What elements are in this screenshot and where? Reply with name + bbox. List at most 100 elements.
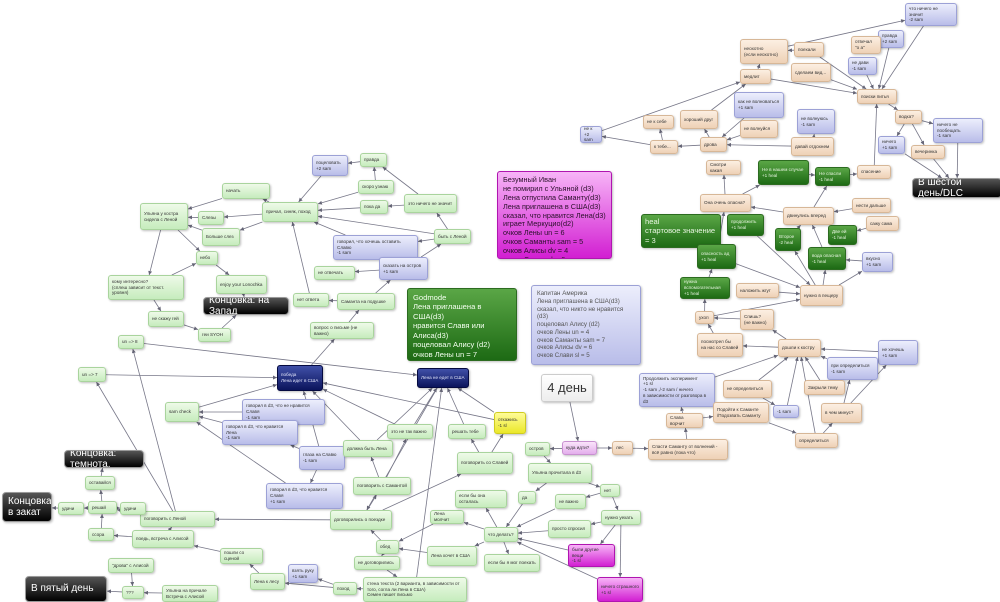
story-node-un7[interactable]: un => 7 [78,367,106,382]
story-node-r-poehali[interactable]: поехали [794,42,824,57]
story-node-r-pri[interactable]: при определиться -1 sam [827,357,878,380]
story-node-r-koster[interactable]: дошли к костру [778,339,821,357]
story-node-r-voda[interactable]: вода опасная -1 heal [808,247,846,270]
story-node-prosto[interactable]: просто спросил [548,520,591,538]
story-node-r-sama[interactable]: сажу сама [866,216,899,231]
day-heading-end-west[interactable]: Концовка: на Запад [203,297,289,315]
story-node-r-nichego[interactable]: что ничего не значит -2 sam [905,3,957,26]
story-node-byt-lena[interactable]: быть с Леной [434,229,471,244]
story-node-pobeda[interactable]: победа Лена идет в США [277,365,323,391]
story-node-r-otvechal[interactable]: отвечал "о а" [851,36,881,54]
story-node-vzyat[interactable]: взять руку +1 sam [288,564,318,583]
day-heading-end-dark[interactable]: Концовка: темнота. [64,450,144,468]
story-node-dolzhna[interactable]: должна быть Лена [343,440,393,457]
story-node-r-eksp[interactable]: Продолжить эксперимент +1 sl -1 sam ,/-2… [639,373,715,407]
story-node-captain[interactable]: Капитан Америка Лена приглашена в США(d3… [531,285,641,365]
story-node-r-nekсebe[interactable]: не к себе [643,115,674,129]
story-node-r-opasnost[interactable]: опасность ад +1 heal [697,244,736,269]
story-node-poshli[interactable]: пошли со сценой [220,548,263,564]
story-node-neotvechat[interactable]: не отвечать [314,266,355,280]
story-node-nachat[interactable]: начать [222,183,270,199]
story-node-komu[interactable]: кому интересно? (сплеш зависит от текст.… [108,275,184,300]
story-node-needet[interactable]: Лена не едет в США [417,368,469,388]
story-node-day4[interactable]: 4 день [541,374,593,402]
story-node-r-podoiti[interactable]: Подойти к Саманте /Подозвать Саманту [713,402,769,423]
story-node-nichego-str[interactable]: ничего страшного +1 sl [597,577,643,602]
story-node-dogovor[interactable]: договорились о поездке [330,510,392,530]
story-node-r-medlit[interactable]: медлит [740,69,771,84]
story-node-r-kakne[interactable]: как не волноваться +1 sam [734,92,784,118]
story-node-gov2[interactable]: говорил в d3, что нравится Лена -1 sam [222,420,298,445]
story-node-ssora[interactable]: ссора [88,528,114,541]
story-node-hochet[interactable]: Лена хочет в США [427,546,477,566]
story-node-eslibyona[interactable]: если бы она осталась [455,490,507,508]
story-node-poezd[interactable]: поедь, встреча с Алисой [132,530,194,548]
story-node-r-nevoln[interactable]: не волнуюсь -1 sam [797,109,835,134]
story-node-nichego-zn[interactable]: это ничего не значит [404,194,457,213]
story-node-r-posmotrel[interactable]: посмотрел бы на нас со Славей [697,333,743,357]
story-node-r-slava[interactable]: Слава ворчит [666,413,703,428]
story-node-otkazhis[interactable]: откажись -1 sl [494,412,526,434]
story-node-r-nedavi[interactable]: не дави -1 sam [848,57,877,75]
story-node-r-drug[interactable]: хороший друг [680,110,718,129]
story-node-reshat[interactable]: решать тебе [448,424,486,439]
story-node-r-opredelitsya[interactable]: определиться [795,433,838,448]
story-node-r-sdelaem[interactable]: сделаем вид... [791,63,831,82]
story-node-r-neohotno[interactable]: неохотно (если неохотно) [740,39,788,64]
story-node-r-neopr[interactable]: не определиться [723,380,772,398]
story-node-r-nepoobeschat[interactable]: ничего не пообещать -1 sam [933,118,983,143]
story-node-reshay[interactable]: решай [88,501,117,514]
story-node-pog-lena[interactable]: поговорить с Леной [140,511,215,527]
story-node-r-nehochesh[interactable]: не хочешь +1 sam [878,340,918,365]
story-node-r-poiski[interactable]: поиски питья [857,89,897,104]
story-node-slezy[interactable]: Слезы [198,211,224,225]
story-node-r-ktebe[interactable]: к тебе... [650,140,678,154]
story-node-r-peschera[interactable]: нужно в пещеру [800,285,843,306]
story-node-r-vchem[interactable]: в чем минус? [821,403,862,423]
story-node-gei[interactable]: геи SYOH [198,328,231,342]
story-node-r-nuzhna[interactable]: нужна вспомогательная +1 heal [680,277,730,299]
day-heading-day5[interactable]: В пятый день [25,576,107,602]
story-node-r-vecherinka[interactable]: вечеринка [911,145,945,159]
story-node-r-zhgut[interactable]: наложить жгут [736,283,779,298]
story-node-ostrov[interactable]: остров [525,442,550,456]
story-node-skoro[interactable]: скоро узнаю [358,180,394,194]
story-node-r-pravda[interactable]: правда +2 sam [878,30,904,48]
story-node-glaza[interactable]: глаза на Славю -1 sam [299,446,345,470]
story-node-r-vkusno[interactable]: вкусно +1 sam [862,252,893,272]
story-node-chtodelat[interactable]: что делать? [484,527,518,542]
story-node-nedogovor[interactable]: не договорились [354,556,400,570]
story-node-r-smotri[interactable]: Смотри какая [706,160,741,175]
story-node-qqq[interactable]: ??? [122,586,144,599]
story-node-samcheck[interactable]: sam check [165,402,199,422]
story-node-poceluy[interactable]: поцеловать +2 sam [312,155,348,176]
story-node-r-nevolnuysya[interactable]: не волнуйся [740,120,778,138]
story-node-neskazhu[interactable]: не скажу гей [148,311,184,327]
story-node-r-minus1[interactable]: -1 sam [773,405,799,418]
story-node-r-nevnashem[interactable]: Не в нашем случае +1 heal [758,160,809,185]
story-node-r-nespasli[interactable]: Не спасли -1 heal [815,167,850,186]
story-node-nuzhno[interactable]: нужно уехать [601,510,641,525]
story-node-netotveta[interactable]: нет ответа [293,293,329,307]
story-node-r-prodolzhit[interactable]: продолжить +1 heal [727,214,764,236]
story-node-molchit[interactable]: Лена молчит [430,510,464,524]
day-heading-end-sunset[interactable]: Концовка: в закат [2,492,52,522]
story-node-r-spasenie[interactable]: спасение [857,165,891,179]
story-node-les[interactable]: лес [612,441,633,455]
story-node-pog-sam[interactable]: поговорить с Самантой [353,477,411,495]
story-node-netak[interactable]: это не так важно [387,424,433,439]
story-node-r-uhop[interactable]: ухоп [695,311,714,324]
story-node-ivan[interactable]: Безумный Иван не помирил с Ульяной (d3) … [497,171,612,259]
story-node-ul-prichal[interactable]: Ульяна на причале Встреча с Алисой [162,585,218,602]
story-node-drugie[interactable]: были другие вещи -1 sl [568,544,615,567]
story-node-r-nek[interactable]: не к +2 sam [580,126,602,143]
story-node-prichal[interactable]: причал, синяк, поход [262,202,318,222]
story-node-gov3[interactable]: говорил в d3, что нравится Славя +1 sam [266,483,343,509]
story-node-obed[interactable]: обед [376,540,399,554]
story-node-ul-prochitala[interactable]: Ульяна прочитала в d3 [528,463,592,483]
story-node-kuda[interactable]: куда идти? [562,441,597,455]
story-node-r-nesti[interactable]: нести дальше [852,198,891,213]
story-node-gov-ost[interactable]: говорил, что хочешь оставить Славю -1 sa… [333,235,418,260]
story-node-pokada[interactable]: пока да [360,200,388,214]
story-node-r-drova[interactable]: дрова [700,137,727,152]
